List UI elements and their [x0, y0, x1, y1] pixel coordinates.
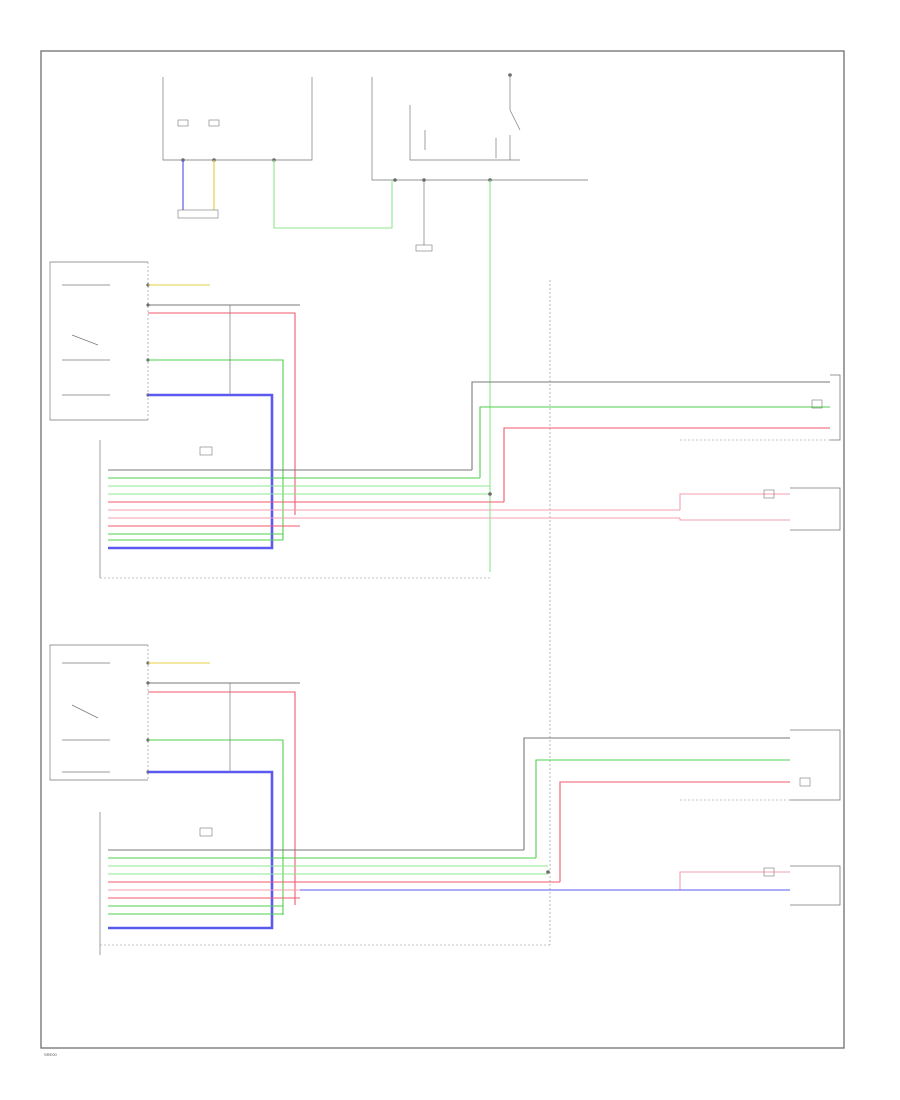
right-rear-seat-cushion-heater — [790, 729, 841, 801]
right-rear-seat-switch — [49, 644, 150, 781]
left-blue-loop — [108, 393, 274, 550]
left-rear-seat-heater-module — [99, 440, 490, 579]
left-rear-seat-back-heater — [763, 487, 841, 531]
right-rear-seat-heater-module — [99, 812, 550, 955]
body-control-module — [162, 77, 313, 219]
left-rear-seat-cushion-heater — [811, 374, 841, 441]
relay-control-box — [371, 73, 588, 252]
diagram-frame — [40, 50, 845, 1049]
module-link-wire — [273, 160, 393, 229]
left-rear-seat-switch — [49, 261, 150, 421]
footer-code: SRE00 — [44, 1052, 57, 1057]
right-rear-seat-back-heater — [763, 865, 841, 906]
